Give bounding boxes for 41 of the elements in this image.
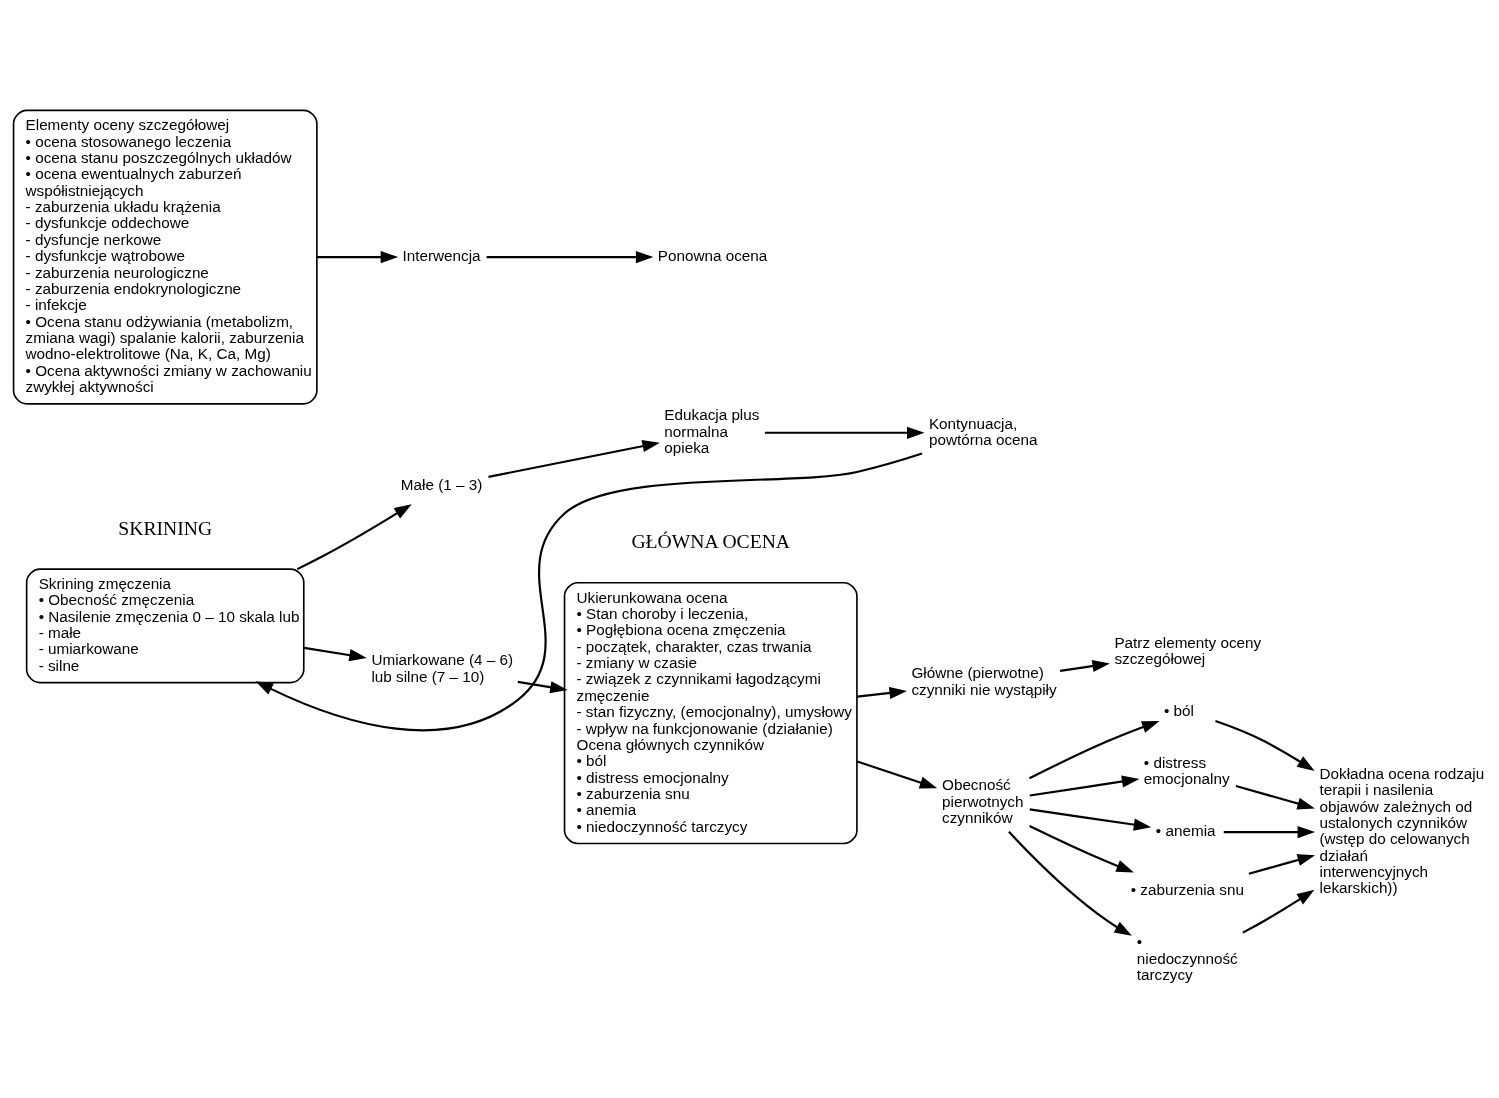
arrow	[1248, 853, 1315, 875]
node-text: • distress emocjonalny	[1143, 753, 1230, 787]
label: SKRINING	[117, 517, 212, 539]
label: GŁÓWNA OCENA	[630, 530, 790, 552]
node-text: Interwencja	[402, 246, 481, 264]
arrow	[254, 452, 922, 731]
node-text: • ból	[1163, 701, 1194, 719]
node-box: Elementy oceny szczegółowej • ocena stosowanego leczenia • ocena stanu poszczególnych układów • ocena ewentualnych zaburzeń współistniejących - zaburzenia układu krążenia - dysfunkcje oddechowe - dysfuncje nerkowe - dysfunkcje wątrobowe - zaburzenia neurologiczne - zaburzenia endokrynologiczne - infekcje • Ocena stanu odżywiania (metabolizm, zmiana wagi) spalanie kalorii, zaburzenia wodno-elektrolitowe (Na, K, Ca, Mg) • Ocena aktywności zmiany w zachowaniu zwykłej aktywności	[12, 109, 318, 405]
arrow	[1029, 775, 1139, 797]
node-text: Edukacja plus normalna opieka	[663, 405, 759, 456]
node-text: • anemia	[1155, 821, 1216, 839]
arrow	[486, 250, 653, 263]
arrow	[1214, 719, 1315, 771]
arrow	[517, 680, 568, 693]
arrow	[1223, 825, 1315, 838]
arrow	[303, 646, 367, 661]
node-text: Małe (1 – 3)	[400, 475, 482, 493]
arrow	[1235, 784, 1315, 810]
arrow	[1029, 807, 1151, 831]
arrow	[1007, 830, 1132, 936]
node-box: Ukierunkowana ocena • Stan choroby i leczenia, • Pogłębiona ocena zmęczenia - początek, charakter, czas trwania - zmiany w czasie - związek z czynnikami łagodzącymi zmęczenie - stan fizyczny, (emocjonalny), umysłowy - wpływ na funkcjonowanie (działanie) Ocena głównych czynników • ból • distress emocjonalny • zaburzenia snu • anemia • niedoczynność tarczycy	[563, 581, 858, 844]
arrow	[296, 503, 412, 570]
arrow	[856, 760, 937, 788]
arrow	[1241, 889, 1314, 934]
node-text: Umiarkowane (4 – 6) lub silne (7 – 10)	[370, 650, 513, 685]
arrow	[1059, 659, 1110, 672]
node-text: • niedoczynność tarczycy	[1136, 932, 1238, 983]
arrow	[1028, 720, 1159, 779]
arrow	[856, 686, 907, 699]
node-text: Dokładna ocena rodzaju terapii i nasilenia objawów zależnych od ustalonych czynników (wstęp do celowanych działań interwencyjnych lekarskich))	[1319, 764, 1484, 896]
arrow	[487, 439, 660, 478]
arrow	[316, 250, 398, 263]
node-text: Obecność pierwotnych czynników	[941, 775, 1023, 826]
node-text: Główne (pierwotne) czynniki nie wystąpiły	[910, 663, 1057, 698]
node-text: Kontynuacja, powtórna ocena	[928, 414, 1038, 448]
node-text: • zaburzenia snu	[1130, 880, 1244, 898]
node-text: Patrz elementy oceny szczegółowej	[1113, 633, 1261, 667]
arrow	[1028, 824, 1134, 872]
node-box: Skrining zmęczenia • Obecność zmęczenia • Nasilenie zmęczenia 0 – 10 skala lub - małe - umiarkowane - silne	[25, 567, 305, 683]
node-text: Ponowna ocena	[657, 246, 767, 264]
arrow	[764, 426, 924, 439]
